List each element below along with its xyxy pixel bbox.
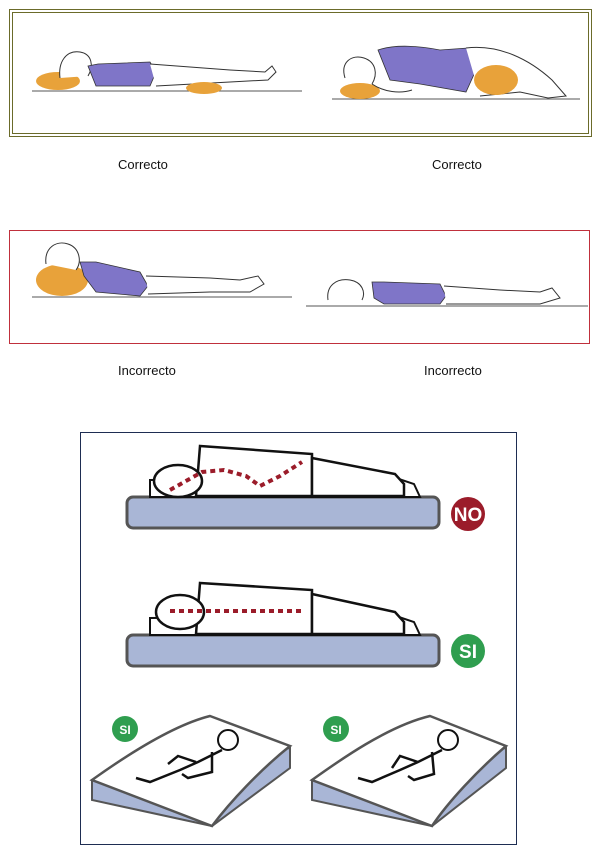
- incorrect-examples-frame: [9, 230, 590, 344]
- incorrect-left-caption: Incorrecto: [118, 363, 176, 378]
- si-badge-side-left: SI: [119, 723, 130, 737]
- correct-side-illustration: [332, 45, 580, 100]
- no-badge: NO: [454, 505, 483, 526]
- incorrect-no-pillow-illustration: [306, 279, 588, 307]
- back-si-illustration: SI: [125, 581, 485, 668]
- pillow-guide-frame: [80, 432, 517, 845]
- correct-back-illustration: [32, 51, 302, 94]
- side-right-illustration: SI: [309, 714, 509, 828]
- si-badge-side-right: SI: [330, 723, 341, 737]
- si-badge-back: SI: [459, 642, 477, 663]
- back-no-illustration: NO: [125, 444, 485, 531]
- side-left-illustration: SI: [89, 714, 293, 828]
- incorrect-high-pillow-illustration: [32, 242, 292, 298]
- correct-right-caption: Correcto: [432, 157, 482, 172]
- incorrect-right-caption: Incorrecto: [424, 363, 482, 378]
- correct-examples-frame: [9, 9, 592, 137]
- correct-left-caption: Correcto: [118, 157, 168, 172]
